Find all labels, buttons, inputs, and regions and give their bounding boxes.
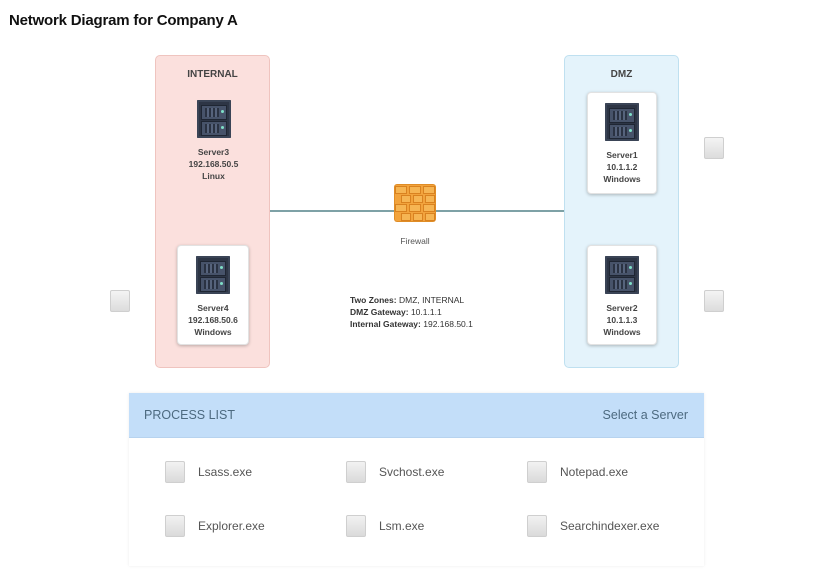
process-checkbox[interactable]: [346, 515, 366, 537]
process-label: Lsass.exe: [198, 465, 253, 479]
server-rack-icon: [196, 100, 231, 138]
server-os: Linux: [202, 171, 225, 181]
server-os: Windows: [603, 174, 641, 184]
network-info: Two Zones: DMZ, INTERNAL DMZ Gateway: 10…: [350, 294, 473, 330]
process-label: Notepad.exe: [560, 465, 629, 479]
server1-select-box[interactable]: [704, 137, 724, 159]
server-ip: 10.1.1.2: [606, 162, 638, 172]
dmz-gateway-label: DMZ Gateway:: [350, 307, 409, 317]
server4-select-box[interactable]: [110, 290, 130, 312]
server-ip: 192.168.50.6: [188, 315, 238, 325]
internal-gateway-value: 192.168.50.1: [423, 319, 473, 329]
process-checkbox[interactable]: [527, 515, 547, 537]
server-rack-icon: [196, 256, 230, 294]
process-item-notepad[interactable]: Notepad.exe: [527, 461, 628, 483]
server-name: Server2: [606, 303, 638, 313]
server-os: Windows: [194, 327, 232, 337]
process-list-header: PROCESS LIST Select a Server: [129, 393, 704, 438]
process-checkbox[interactable]: [527, 461, 547, 483]
server3-node[interactable]: Server3 192.168.50.5 Linux: [171, 100, 256, 182]
server2-select-box[interactable]: [704, 290, 724, 312]
server4-node[interactable]: Server4 192.168.50.6 Windows: [177, 245, 249, 345]
server2-node[interactable]: Server2 10.1.1.3 Windows: [587, 245, 657, 345]
zones-value: DMZ, INTERNAL: [398, 295, 465, 305]
process-label: Explorer.exe: [198, 519, 265, 533]
dmz-gateway-value: 10.1.1.1: [410, 307, 442, 317]
process-label: Searchindexer.exe: [560, 519, 660, 533]
page-title: Network Diagram for Company A: [9, 12, 238, 29]
server-rack-icon: [605, 256, 639, 294]
zones-label: Two Zones:: [350, 295, 397, 305]
server-ip: 192.168.50.5: [188, 159, 239, 169]
firewall-brick-icon[interactable]: [395, 185, 435, 221]
select-server-prompt: Select a Server: [602, 408, 688, 422]
zone-internal-label: INTERNAL: [187, 69, 238, 80]
process-label: Svchost.exe: [379, 465, 445, 479]
server-name: Server4: [197, 303, 229, 313]
process-list-panel: PROCESS LIST Select a Server Lsass.exe S…: [129, 393, 704, 566]
process-list-title: PROCESS LIST: [144, 408, 235, 422]
internal-gateway-label: Internal Gateway:: [350, 319, 421, 329]
process-item-searchindexer[interactable]: Searchindexer.exe: [527, 515, 659, 537]
server-ip: 10.1.1.3: [606, 315, 638, 325]
zone-dmz-label: DMZ: [610, 69, 633, 80]
process-item-explorer[interactable]: Explorer.exe: [165, 515, 265, 537]
server-name: Server3: [197, 147, 230, 157]
server-name: Server1: [606, 150, 638, 160]
process-label: Lsm.exe: [379, 519, 425, 533]
server-os: Windows: [603, 327, 641, 337]
process-item-lsm[interactable]: Lsm.exe: [346, 515, 424, 537]
process-checkbox[interactable]: [165, 461, 185, 483]
firewall-label: Firewall: [400, 236, 430, 246]
process-checkbox[interactable]: [346, 461, 366, 483]
process-checkbox[interactable]: [165, 515, 185, 537]
process-item-svchost[interactable]: Svchost.exe: [346, 461, 444, 483]
server-rack-icon: [605, 103, 639, 141]
process-item-lsass[interactable]: Lsass.exe: [165, 461, 252, 483]
server1-node[interactable]: Server1 10.1.1.2 Windows: [587, 92, 657, 194]
